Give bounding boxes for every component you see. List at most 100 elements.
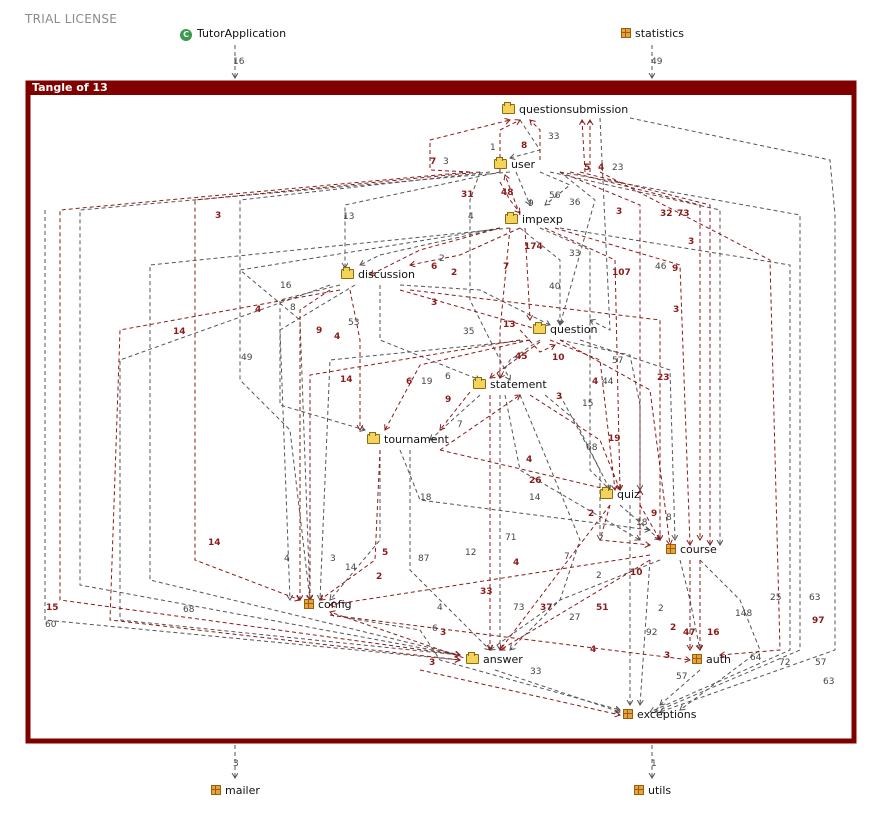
edge-label: 15: [582, 399, 594, 409]
node-course[interactable]: course: [666, 543, 717, 556]
edge-label: 9: [445, 395, 452, 405]
node-label: question: [550, 323, 598, 336]
edge-label: 1: [651, 759, 657, 769]
folder-icon: [466, 652, 479, 664]
edge-label: 25: [770, 593, 782, 603]
class-icon: C: [180, 29, 192, 41]
edge-label: 44: [602, 377, 614, 387]
edge-label: 4: [526, 455, 533, 465]
node-label: user: [511, 158, 535, 171]
edge-label: 4: [468, 212, 474, 222]
edge-label: 3: [673, 305, 680, 315]
grey-edges: [44, 117, 836, 712]
edge-label: 14: [208, 538, 221, 548]
node-label: tournament: [384, 433, 449, 446]
edge-label: 71: [505, 533, 517, 543]
edge-label: 12: [465, 548, 477, 558]
edge-label: 37: [540, 603, 553, 613]
node-discussion[interactable]: discussion: [341, 267, 415, 281]
edge-label: 32: [660, 209, 673, 219]
edge-label: 8: [290, 303, 296, 313]
edge-label: 4: [284, 554, 290, 564]
edge-label: 57: [612, 356, 624, 366]
edge-label: 4: [590, 645, 597, 655]
edge-label: 13: [503, 320, 516, 330]
edge-label: 60: [45, 620, 57, 630]
folder-icon: [600, 487, 613, 499]
edge-label: 2: [596, 571, 602, 581]
edge-label: 4: [592, 377, 599, 387]
node-tournament[interactable]: tournament: [367, 432, 449, 446]
node-answer[interactable]: answer: [466, 652, 523, 666]
node-quiz[interactable]: quiz: [600, 487, 640, 501]
node-utils[interactable]: utils: [634, 784, 671, 797]
edge-label: 23: [612, 163, 624, 173]
node-label: auth: [706, 653, 731, 666]
edge-label: 13: [343, 212, 355, 222]
edge-label: 14: [340, 375, 353, 385]
edge-label: 47: [683, 628, 696, 638]
edge-label: 3: [443, 157, 449, 167]
node-impexp[interactable]: impexp: [505, 212, 563, 226]
edge-label: 51: [596, 603, 609, 613]
edge-label: 19: [421, 377, 433, 387]
edge-label: 3: [215, 211, 222, 221]
edge-label: 9: [528, 199, 534, 209]
edge-label: 3: [431, 298, 438, 308]
edge-label: 16: [707, 628, 720, 638]
edge-label: 87: [418, 554, 430, 564]
tangle-title: Tangle of 13: [32, 81, 108, 94]
edge-label: 33: [530, 667, 542, 677]
node-questionsubmission[interactable]: questionsubmission: [502, 102, 629, 116]
node-statistics[interactable]: statistics: [621, 27, 684, 40]
edge-label: 4: [598, 163, 605, 173]
node-exceptions[interactable]: exceptions: [623, 708, 697, 721]
folder-icon: [367, 432, 380, 444]
edge-label: 46: [655, 262, 667, 272]
edge-label: 10: [552, 353, 565, 363]
edge-label: 4: [437, 603, 443, 613]
node-statement[interactable]: statement: [473, 377, 547, 391]
edge-label: 92: [646, 628, 658, 638]
node-question[interactable]: question: [533, 322, 598, 336]
edge-label: 8: [521, 141, 528, 151]
edge-label: 148: [735, 609, 753, 619]
edge-label: 68: [183, 605, 195, 615]
node-config[interactable]: config: [304, 598, 352, 611]
node-label: impexp: [522, 213, 563, 226]
edge-label: 3: [233, 759, 239, 769]
edge-label: 7: [457, 420, 463, 430]
edge-label: 63: [809, 593, 821, 603]
edge-label: 23: [657, 373, 670, 383]
edge-label: 14: [345, 563, 357, 573]
edge-label: 68: [586, 443, 598, 453]
edge-label: 16: [233, 57, 245, 67]
node-user[interactable]: user: [494, 157, 535, 171]
edge-label: 9: [316, 326, 323, 336]
edge-label: 56: [549, 191, 561, 201]
edge-label: 19: [608, 434, 621, 444]
edge-label: 3: [688, 237, 695, 247]
node-auth[interactable]: auth: [692, 653, 731, 666]
edge-label: 2: [451, 268, 458, 278]
edge-label: 9: [672, 264, 679, 274]
edge-label: 53: [348, 318, 360, 328]
node-label: mailer: [225, 784, 260, 797]
edge-label: 7: [503, 262, 510, 272]
edge-label: 3: [556, 392, 563, 402]
edge-label: 40: [549, 282, 561, 292]
edge-label: 174: [524, 242, 543, 252]
node-label: questionsubmission: [519, 103, 629, 116]
node-mailer[interactable]: mailer: [211, 784, 260, 797]
edge-label: 8: [666, 513, 672, 523]
edge-label: 33: [548, 132, 560, 142]
package-icon: [623, 709, 633, 719]
edge-label: 26: [529, 476, 542, 486]
edge-label: 10: [630, 568, 643, 578]
tangle-frame: [25, 80, 857, 744]
node-label: exceptions: [637, 708, 697, 721]
edge-label: 2: [588, 509, 595, 519]
